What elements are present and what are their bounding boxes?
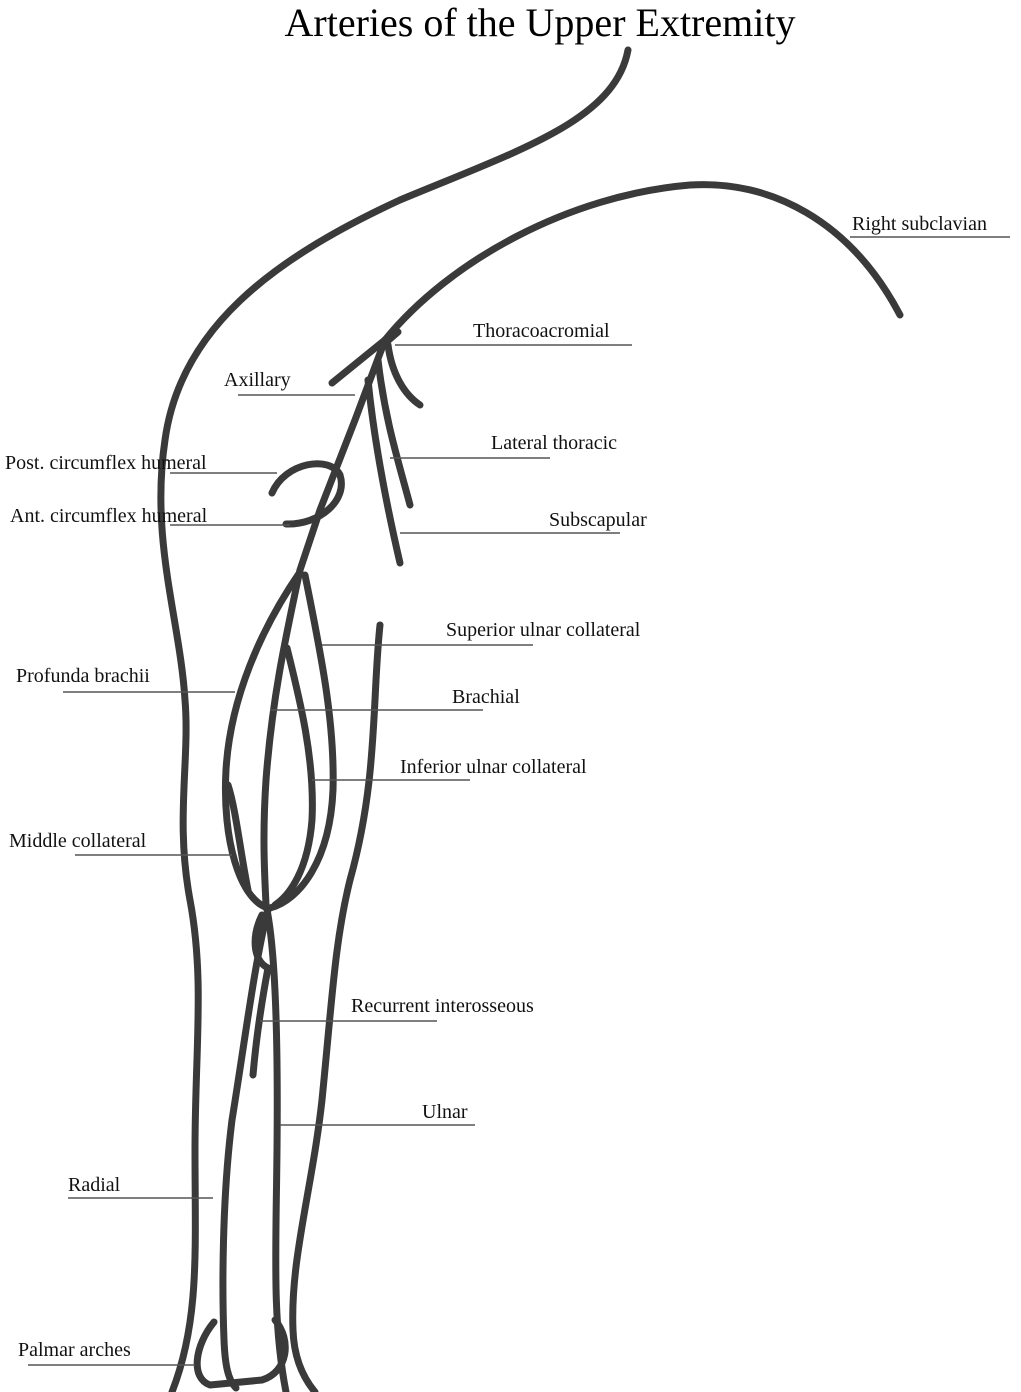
palmar-arches [193, 1316, 289, 1389]
subscapular-artery [364, 376, 404, 567]
label-ulnar: Ulnar [422, 1101, 468, 1123]
label-ant-circumflex-humeral: Ant. circumflex humeral [10, 505, 208, 527]
subclavian-artery [381, 181, 904, 344]
middle-collateral [224, 781, 252, 894]
recurrent-interosseous-artery [249, 911, 272, 1079]
label-post-circumflex-humeral: Post. circumflex humeral [5, 452, 207, 474]
label-subscapular: Subscapular [549, 509, 647, 531]
thoracoacromial-branch [384, 341, 424, 409]
label-lateral-thoracic: Lateral thoracic [491, 432, 617, 454]
thoracoacromial-branch [379, 328, 402, 349]
thoracoacromial-branch [328, 336, 389, 387]
inferior-ulnar-collateral [271, 644, 316, 909]
diagram-title: Arteries of the Upper Extremity [285, 0, 796, 45]
lateral-thoracic-artery [374, 356, 414, 509]
arm-outline-right [289, 621, 384, 1392]
label-superior-ulnar-collateral: Superior ulnar collateral [446, 619, 641, 641]
axillary-brachial-artery [260, 336, 389, 909]
label-profunda-brachii: Profunda brachii [16, 665, 150, 687]
superior-ulnar-collateral [266, 571, 337, 912]
circumflex-humeral-arteries [268, 460, 345, 528]
arm-outline-left [157, 46, 632, 1392]
label-right-subclavian: Right subclavian [852, 213, 987, 235]
label-palmar-arches: Palmar arches [18, 1339, 131, 1361]
label-thoracoacromial: Thoracoacromial [473, 320, 610, 342]
label-axillary: Axillary [224, 369, 291, 391]
label-brachial: Brachial [452, 686, 520, 708]
label-radial: Radial [68, 1174, 121, 1196]
label-inferior-ulnar-collateral: Inferior ulnar collateral [400, 756, 587, 778]
label-recurrent-interosseous: Recurrent interosseous [351, 995, 534, 1017]
radial-artery [219, 906, 272, 1392]
label-middle-collateral: Middle collateral [9, 830, 147, 852]
